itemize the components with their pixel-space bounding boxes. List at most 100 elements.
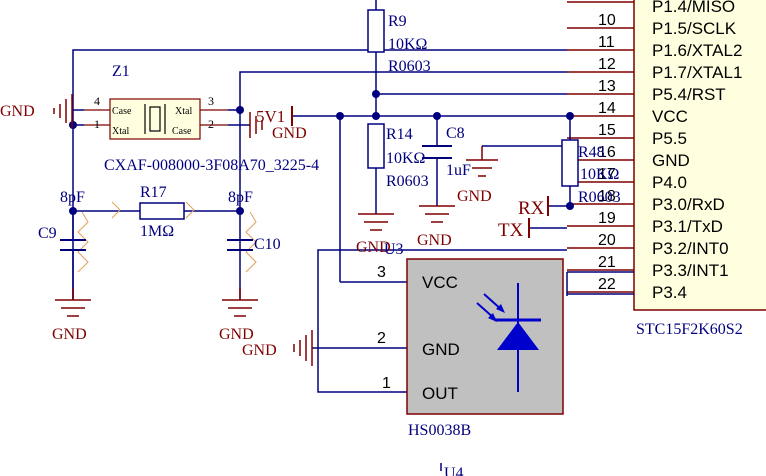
gnd-symbol (466, 146, 498, 177)
resistor-r9: R9 10KΩ R0603 (367, 9, 431, 75)
capacitor-c9: C9 8pF (38, 189, 89, 300)
z1-pin-label: Xtal (175, 106, 192, 117)
mcu-pin-number: 15 (598, 122, 616, 139)
c9-ref: C9 (38, 225, 57, 242)
photodiode-icon (476, 283, 541, 392)
gnd-z1-pin2 (249, 112, 263, 138)
mcu-pin-name: P3.4 (652, 283, 687, 302)
junction (336, 112, 344, 120)
r14-ref: R14 (386, 126, 413, 143)
junction (372, 112, 380, 120)
gnd-symbol (419, 205, 455, 223)
mcu-pin-number: 10 (598, 12, 616, 29)
gnd-label: GND (417, 232, 452, 249)
crystal-z1: Case Xtal Xtal Case 4 1 3 2 Z1 CXAF-0080… (84, 63, 319, 174)
r14-package: R0603 (386, 173, 429, 190)
mcu-pin-name: P3.2/INT0 (652, 239, 729, 258)
mcu-pin-name: P1.6/XTAL2 (652, 41, 742, 60)
z1-ref: Z1 (112, 63, 130, 80)
crystal-body (109, 98, 201, 140)
junction (236, 207, 244, 215)
mcu-pin-name: P3.0/RxD (652, 195, 725, 214)
r48-body (561, 139, 579, 187)
u4-fragment: U4 (444, 465, 464, 476)
resistor-r17: R17 1MΩ (111, 184, 195, 240)
u3-pin-number: 2 (377, 330, 386, 347)
r17-value: 1MΩ (140, 223, 174, 240)
mcu-pin-number: 14 (598, 100, 616, 117)
gnd-symbol (222, 288, 258, 317)
c8-ref: C8 (446, 125, 465, 142)
resistor-r14: R14 10KΩ R0603 (367, 123, 429, 190)
r14-value: 10KΩ (386, 150, 426, 167)
mcu-pin-lines (567, 1, 634, 293)
r9-body (367, 9, 385, 53)
junction (372, 90, 380, 98)
mcu-pin-number: 13 (598, 78, 616, 95)
u3-pin-number: 1 (382, 375, 391, 392)
gnd-label: GND (242, 342, 277, 359)
mcu-pin-name: P1.5/SCLK (652, 19, 737, 38)
r48-package: R0603 (578, 189, 621, 206)
r9-value: 10KΩ (388, 36, 428, 53)
mcu-pin-number: 22 (598, 276, 616, 293)
capacitor-c10: C10 8pF (227, 189, 281, 273)
z1-pin-number: 1 (94, 117, 100, 131)
c8-value: 1uF (446, 162, 471, 179)
z1-pin-label: Case (172, 126, 192, 137)
z1-pin-number: 4 (94, 94, 100, 108)
c9-value: 8pF (60, 189, 85, 206)
mcu-pin-number: 12 (598, 56, 616, 73)
ir-receiver-u3: U3 HS0038B 3 VCC 2 GND 1 OUT (377, 241, 564, 439)
resistor-r48: R48 10KΩ R0603 (561, 139, 621, 206)
r48-value: 10KΩ (580, 166, 620, 183)
gnd-label: GND (52, 326, 87, 343)
u3-pin-number: 3 (377, 264, 386, 281)
r17-ref: R17 (140, 184, 167, 201)
z1-pin-label: Case (112, 106, 132, 117)
mcu-pin-name: P5.4/RST (652, 85, 726, 104)
mcu-part-label: STC15F2K60S2 (636, 321, 743, 338)
u3-pin-name: OUT (422, 384, 458, 403)
mcu-pin-number: 17 (598, 166, 616, 183)
gnd-symbol (358, 213, 394, 231)
r48-ref: R48 (578, 144, 605, 161)
mcu-pin-name-labels: P1.4/MISO P1.5/SCLK P1.6/XTAL2P1.7/XTAL1P5… (652, 0, 742, 302)
z1-part: CXAF-008000-3F08A70_3225-4 (104, 157, 319, 174)
crystal-element (149, 106, 161, 132)
mcu-pin-name: P1.4/MISO (652, 0, 735, 16)
mcu-pin-number: 20 (598, 232, 616, 249)
gnd-label: GND (0, 103, 35, 120)
mcu-pin-name: P3.1/TxD (652, 217, 723, 236)
mcu-pin-number: 21 (598, 254, 616, 271)
mcu-pin-number: 16 (598, 144, 616, 161)
capacitor-c8: C8 1uF (422, 125, 471, 179)
rx-label: RX (518, 198, 545, 219)
z1-pin-number: 2 (208, 117, 214, 131)
gnd-label: GND (457, 188, 492, 205)
gnd-label: GND (219, 326, 254, 343)
mcu-body (633, 0, 766, 311)
u3-pin-name: GND (422, 340, 460, 359)
mcu-pin-name: P5.5 (652, 129, 687, 148)
mcu-pin-name: GND (652, 151, 690, 170)
junction (566, 112, 574, 120)
mcu-pin-name: P1.7/XTAL1 (652, 63, 742, 82)
mcu-pin-name: VCC (652, 107, 688, 126)
u3-ref: U3 (384, 241, 404, 258)
junction (566, 202, 574, 210)
junction (69, 121, 77, 129)
c10-value: 8pF (228, 189, 253, 206)
u3-pin-name: VCC (422, 273, 458, 292)
wire-xtal1 (239, 71, 567, 300)
gnd-label: GND (356, 239, 391, 256)
junction (236, 106, 244, 114)
mcu-pin-number: 11 (598, 34, 615, 51)
r14-body (367, 123, 385, 169)
mcu-pin-name: P4.0 (652, 173, 687, 192)
gnd-label: GND (272, 125, 307, 142)
